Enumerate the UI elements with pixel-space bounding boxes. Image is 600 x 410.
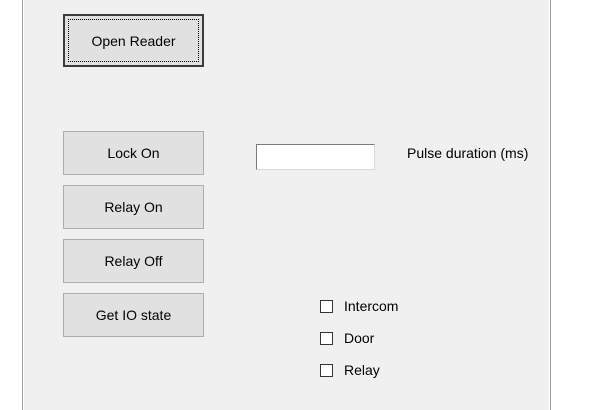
lock-on-button[interactable]: Lock On: [63, 131, 204, 175]
intercom-checkbox-row[interactable]: Intercom: [320, 297, 398, 315]
open-reader-button[interactable]: Open Reader: [63, 14, 204, 67]
screen-background: Open Reader Lock On Relay On Relay Off G…: [22, 0, 551, 410]
reader-control-dialog: Open Reader Lock On Relay On Relay Off G…: [22, 0, 551, 410]
relay-checkbox[interactable]: [320, 363, 333, 377]
door-checkbox-row[interactable]: Door: [320, 329, 374, 347]
relay-off-button[interactable]: Relay Off: [63, 239, 204, 283]
pulse-duration-label: Pulse duration (ms): [407, 145, 529, 161]
relay-label: Relay: [344, 362, 380, 378]
door-checkbox[interactable]: [320, 331, 333, 345]
intercom-label: Intercom: [344, 298, 399, 314]
get-io-state-button[interactable]: Get IO state: [63, 293, 204, 337]
relay-off-label: Relay Off: [104, 253, 163, 269]
get-io-state-label: Get IO state: [95, 307, 172, 323]
intercom-checkbox[interactable]: [320, 299, 333, 313]
pulse-duration-input[interactable]: [256, 144, 375, 170]
lock-on-label: Lock On: [107, 145, 160, 161]
door-label: Door: [344, 330, 375, 346]
open-reader-label: Open Reader: [91, 32, 176, 49]
relay-on-label: Relay On: [104, 199, 163, 215]
relay-on-button[interactable]: Relay On: [63, 185, 204, 229]
relay-checkbox-row[interactable]: Relay: [320, 361, 380, 379]
